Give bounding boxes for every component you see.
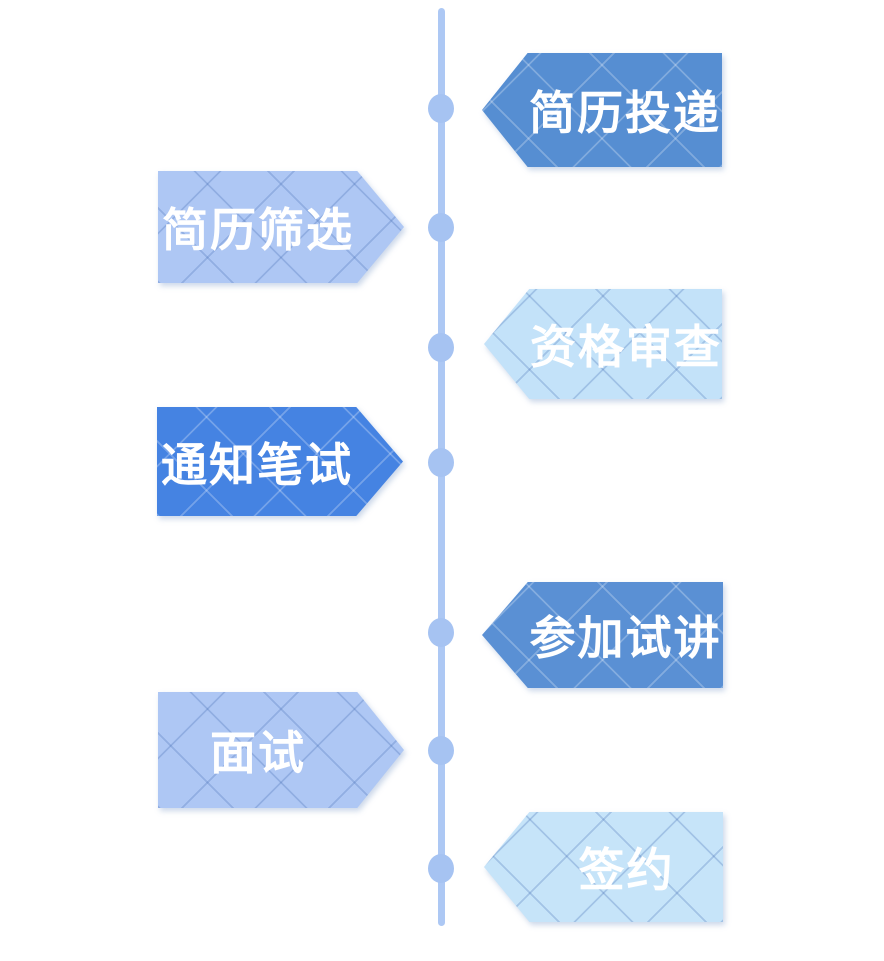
arrow-banner: 简历投递 bbox=[482, 53, 722, 167]
step-label: 通知笔试 bbox=[161, 438, 353, 491]
arrow-banner: 面试 bbox=[158, 692, 404, 808]
step-banner-interview: 面试 bbox=[158, 692, 404, 808]
timeline-node-7 bbox=[428, 854, 454, 883]
step-banner-written-test-notice: 通知笔试 bbox=[157, 407, 403, 516]
timeline-node-4 bbox=[428, 448, 454, 477]
step-label: 简历筛选 bbox=[162, 204, 354, 256]
arrow-banner: 简历筛选 bbox=[158, 171, 404, 283]
timeline-node-3 bbox=[428, 333, 454, 362]
arrow-banner: 资格审查 bbox=[484, 289, 722, 399]
step-banner-resume-submission: 简历投递 bbox=[482, 53, 722, 167]
arrow-banner: 通知笔试 bbox=[157, 407, 403, 516]
timeline-node-2 bbox=[428, 213, 454, 242]
step-label: 面试 bbox=[210, 727, 306, 779]
step-banner-trial-lecture: 参加试讲 bbox=[482, 582, 723, 688]
step-banner-qualification-review: 资格审查 bbox=[484, 289, 722, 399]
step-label: 签约 bbox=[578, 844, 675, 896]
timeline-node-6 bbox=[428, 736, 454, 765]
timeline-node-1 bbox=[428, 94, 454, 123]
arrow-banner: 参加试讲 bbox=[482, 582, 723, 688]
step-banner-signing: 签约 bbox=[484, 812, 723, 922]
arrow-banner: 签约 bbox=[484, 812, 723, 922]
step-label: 参加试讲 bbox=[529, 612, 722, 664]
step-label: 简历投递 bbox=[529, 87, 721, 139]
step-label: 资格审查 bbox=[530, 321, 722, 373]
timeline-node-5 bbox=[428, 618, 454, 647]
step-banner-resume-screening: 简历筛选 bbox=[158, 171, 404, 283]
